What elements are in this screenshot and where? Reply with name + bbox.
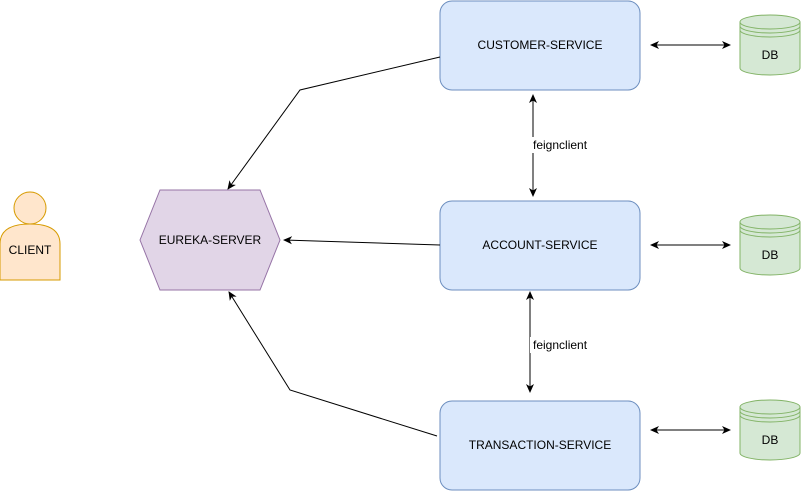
edge-label-account-transaction: feignclient [533, 338, 588, 352]
db-cylinder-rims [739, 406, 801, 423]
edge-label-customer-account: feignclient [533, 138, 588, 152]
transaction-service-label: TRANSACTION-SERVICE [469, 438, 611, 452]
db-cylinder-rims [739, 221, 801, 238]
db-cylinder-icon [739, 214, 801, 276]
edge-customer-to-eureka [227, 56, 441, 190]
eureka-server-shape [139, 189, 281, 291]
account-service-node[interactable]: ACCOUNT-SERVICE [439, 200, 641, 291]
customer-db-node[interactable]: DB [739, 14, 801, 76]
account-service-box [439, 200, 641, 291]
transaction-service-node[interactable]: TRANSACTION-SERVICE [439, 400, 641, 491]
client-actor[interactable]: CLIENT [0, 191, 61, 281]
transaction-db-label: DB [762, 433, 779, 447]
transaction-service-box [439, 400, 641, 491]
account-service-label: ACCOUNT-SERVICE [482, 238, 597, 252]
client-head-icon [13, 191, 47, 225]
db-cylinder-rims [739, 21, 801, 38]
db-cylinder-icon [739, 399, 801, 461]
client-body-icon [0, 223, 61, 281]
db-cylinder-icon [739, 14, 801, 76]
customer-db-label: DB [762, 48, 779, 62]
transaction-db-node[interactable]: DB [739, 399, 801, 461]
edge-account-to-eureka [283, 236, 441, 246]
customer-service-label: CUSTOMER-SERVICE [478, 38, 603, 52]
edge-label-bg [532, 137, 590, 153]
customer-service-box [439, 0, 641, 91]
eureka-server-label: EUREKA-SERVER [159, 233, 262, 247]
customer-service-node[interactable]: CUSTOMER-SERVICE [439, 0, 641, 91]
edge-label-bg [530, 337, 588, 353]
account-db-node[interactable]: DB [739, 214, 801, 276]
edge-transaction-to-eureka [228, 291, 438, 437]
client-label: CLIENT [9, 243, 52, 257]
eureka-server-node[interactable]: EUREKA-SERVER [139, 189, 281, 291]
account-db-label: DB [762, 248, 779, 262]
